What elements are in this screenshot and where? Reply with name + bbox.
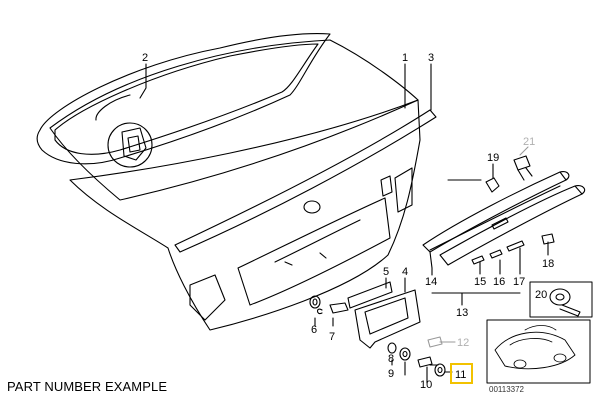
callout-18: 18 [542,258,554,270]
license-plate-light-drawing [422,171,586,266]
clip-detail-circle [107,122,153,168]
part-number-highlight-box [450,363,473,384]
callout-6: 6 [311,324,317,336]
callout-4: 4 [402,266,408,278]
callout-12: 12 [457,337,469,349]
callout-7: 7 [329,331,335,343]
callout-1: 1 [402,52,408,64]
callout-2: 2 [142,52,148,64]
car-locator-icon [486,319,591,384]
doc-code: 00113372 [489,385,525,394]
trunk-lid-drawing [49,39,437,331]
callout-13: 13 [456,307,468,319]
adhesive-tape-icon [549,288,581,317]
callout-3: 3 [428,52,434,64]
callout-15: 15 [474,276,486,288]
plate-holder [354,289,421,349]
callout-20: 20 [535,289,547,301]
callout-19: 19 [487,152,499,164]
plate-base [347,281,393,309]
callout-21: 21 [523,136,535,148]
caption: PART NUMBER EXAMPLE [7,379,168,394]
callout-9: 9 [388,368,394,380]
callout-8: 8 [388,353,394,365]
callout-10: 10 [420,379,432,391]
callout-16: 16 [493,276,505,288]
seal-strip [36,33,331,165]
callout-14: 14 [425,276,437,288]
callout-5: 5 [383,266,389,278]
callout-17: 17 [513,276,525,288]
callout-11: 11 [455,369,466,381]
